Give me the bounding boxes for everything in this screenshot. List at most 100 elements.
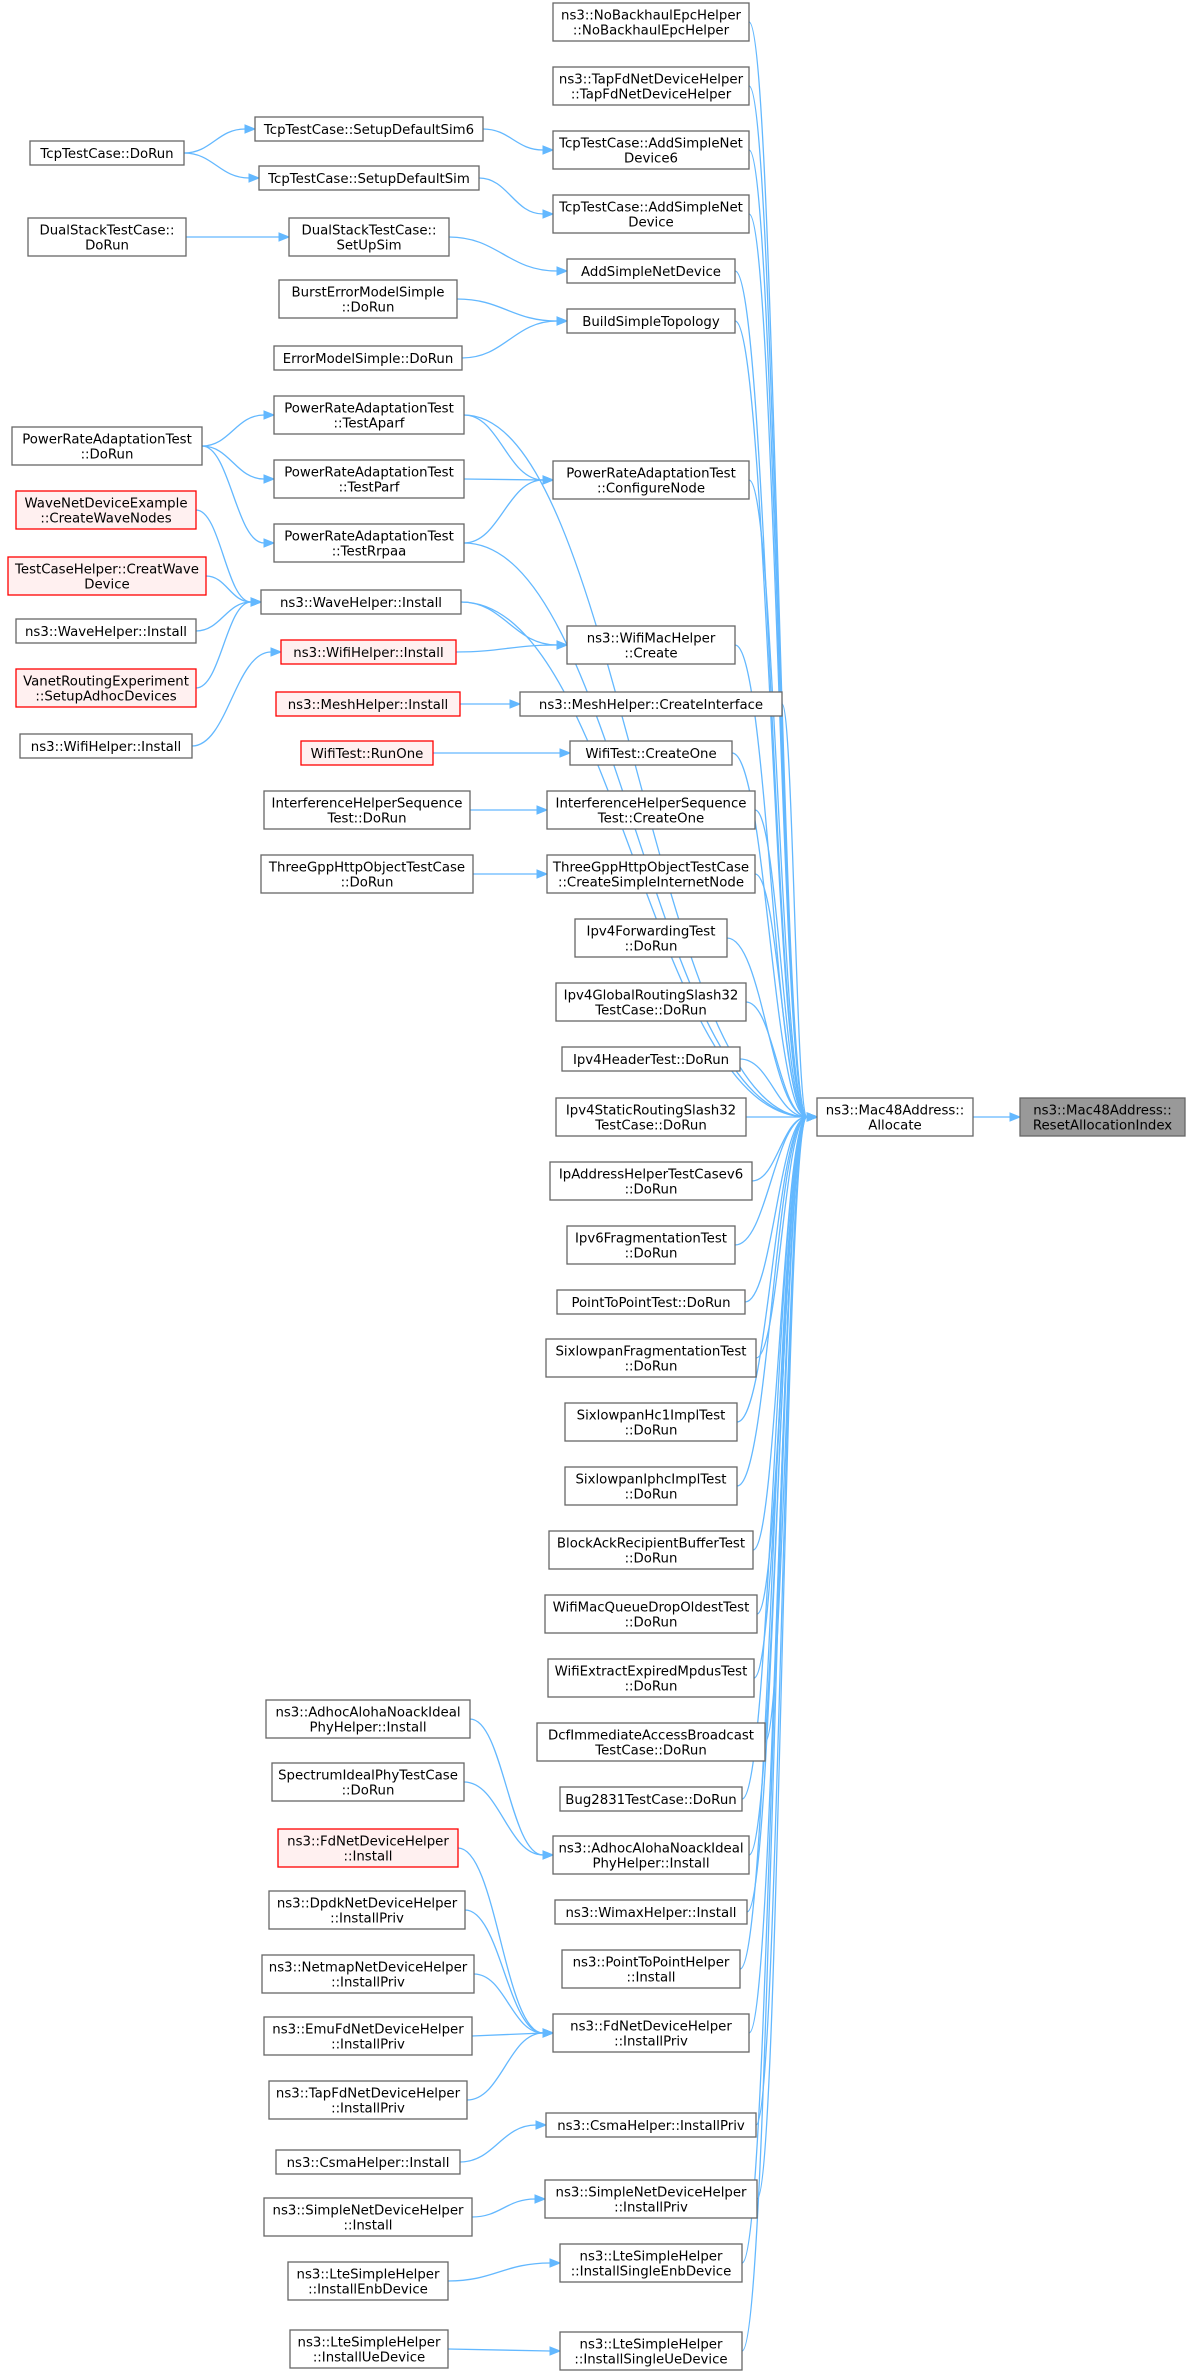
edge-wavenetcreate-to-wavehelperinst: [195, 509, 252, 603]
node-label: VanetRoutingExperiment: [23, 675, 189, 690]
node-alloc[interactable]: ns3::Mac48Address::Allocate: [816, 1097, 974, 1137]
node-wifiextract[interactable]: WifiExtractExpiredMpdusTest::DoRun: [547, 1658, 755, 1698]
node-dualdorun[interactable]: DualStackTestCase::DoRun: [27, 217, 187, 257]
node-fdinstall[interactable]: ns3::FdNetDeviceHelper::Install: [277, 1828, 459, 1868]
edge-testparf-to-configurenode: [463, 478, 544, 481]
node-meshcreateif[interactable]: ns3::MeshHelper::CreateInterface: [519, 691, 783, 717]
node-testaparf[interactable]: PowerRateAdaptationTest::TestAparf: [273, 395, 465, 435]
node-wavehelperinst[interactable]: ns3::WaveHelper::Install: [260, 589, 462, 615]
node-box: [545, 1338, 757, 1378]
node-powerdorun[interactable]: PowerRateAdaptationTest::DoRun: [11, 426, 203, 466]
node-lteenbdev[interactable]: ns3::LteSimpleHelper::InstallEnbDevice: [287, 2261, 449, 2301]
edge-p2ptest-to-alloc: [744, 1116, 808, 1303]
node-testrrpaa[interactable]: PowerRateAdaptationTest::TestRrpaa: [273, 523, 465, 563]
node-label: Ipv4StaticRoutingSlash32: [566, 1104, 736, 1119]
node-box: [546, 790, 756, 830]
node-label: TestCase::DoRun: [594, 1004, 707, 1019]
node-testparf[interactable]: PowerRateAdaptationTest::TestParf: [273, 459, 465, 499]
node-ipaddrv6[interactable]: IpAddressHelperTestCasev6::DoRun: [549, 1161, 753, 1201]
node-dualsetup[interactable]: DualStackTestCase::SetUpSim: [288, 217, 450, 257]
node-dpdk[interactable]: ns3::DpdkNetDeviceHelper::InstallPriv: [268, 1890, 466, 1930]
node-label: ::DoRun: [625, 1424, 678, 1439]
node-ipv6frag[interactable]: Ipv6FragmentationTest::DoRun: [566, 1225, 736, 1265]
node-wimax[interactable]: ns3::WimaxHelper::Install: [554, 1899, 748, 1925]
edge-lteuedev-to-lteue: [447, 2348, 551, 2352]
node-errmodel[interactable]: ErrorModelSimple::DoRun: [273, 345, 463, 371]
node-label: ns3::WifiHelper::Install: [31, 740, 181, 755]
node-simplepriv[interactable]: ns3::SimpleNetDeviceHelper::InstallPriv: [544, 2179, 758, 2219]
node-label: Test::DoRun: [326, 812, 406, 827]
node-simpleinstall[interactable]: ns3::SimpleNetDeviceHelper::Install: [263, 2197, 473, 2237]
node-ipv4hdr[interactable]: Ipv4HeaderTest::DoRun: [561, 1046, 741, 1072]
node-spectrumideal[interactable]: SpectrumIdealPhyTestCase::DoRun: [271, 1762, 465, 1802]
node-ipv4fwd[interactable]: Ipv4ForwardingTest::DoRun: [574, 918, 728, 958]
edge-netmap-to-fdinstallpriv: [473, 1973, 544, 2034]
node-netmap[interactable]: ns3::NetmapNetDeviceHelper::InstallPriv: [261, 1954, 475, 1994]
node-root[interactable]: ns3::Mac48Address::ResetAllocationIndex: [1019, 1097, 1186, 1137]
node-lteenb[interactable]: ns3::LteSimpleHelper::InstallSingleEnbDe…: [559, 2243, 743, 2283]
edge-arrowhead: [542, 145, 555, 155]
node-configurenode[interactable]: PowerRateAdaptationTest::ConfigureNode: [552, 460, 750, 500]
node-label: Test::CreateOne: [597, 812, 704, 827]
node-lteuedev[interactable]: ns3::LteSimpleHelper::InstallUeDevice: [289, 2329, 449, 2369]
node-wavehelperleft[interactable]: ns3::WaveHelper::Install: [15, 618, 197, 644]
node-tapfdpriv[interactable]: ns3::TapFdNetDeviceHelper::InstallPriv: [268, 2080, 468, 2120]
node-bug2831[interactable]: Bug2831TestCase::DoRun: [559, 1786, 743, 1812]
node-wifimaccreate[interactable]: ns3::WifiMacHelper::Create: [566, 625, 736, 665]
node-box: [278, 279, 458, 319]
node-wifitestrun[interactable]: WifiTest::RunOne: [300, 740, 434, 766]
node-vanet[interactable]: VanetRoutingExperiment::SetupAdhocDevice…: [15, 668, 197, 708]
node-fdinstallpriv[interactable]: ns3::FdNetDeviceHelper::InstallPriv: [552, 2013, 750, 2053]
node-label: BuildSimpleTopology: [582, 315, 720, 330]
node-label: ::TapFdNetDeviceHelper: [571, 88, 732, 103]
node-adhocmid[interactable]: ns3::AdhocAlohaNoackIdealPhyHelper::Inst…: [552, 1835, 750, 1875]
node-bursterr[interactable]: BurstErrorModelSimple::DoRun: [278, 279, 458, 319]
node-threegppdorun[interactable]: ThreeGppHttpObjectTestCase::DoRun: [260, 854, 474, 894]
node-lteue[interactable]: ns3::LteSimpleHelper::InstallSingleUeDev…: [559, 2331, 743, 2371]
node-setupsim6[interactable]: TcpTestCase::SetupDefaultSim6: [254, 116, 484, 142]
node-p2phelper[interactable]: ns3::PointToPointHelper::Install: [561, 1949, 741, 1989]
node-addsimple[interactable]: AddSimpleNetDevice: [566, 258, 736, 284]
node-wifimacq[interactable]: WifiMacQueueDropOldestTest::DoRun: [544, 1594, 758, 1634]
node-threegppcreate[interactable]: ThreeGppHttpObjectTestCase::CreateSimple…: [546, 854, 756, 894]
node-tcpdorun[interactable]: TcpTestCase::DoRun: [29, 140, 185, 166]
node-csmapriv[interactable]: ns3::CsmaHelper::InstallPriv: [545, 2112, 757, 2138]
node-label: ns3::MeshHelper::Install: [288, 698, 449, 713]
node-adhocleft[interactable]: ns3::AdhocAlohaNoackIdealPhyHelper::Inst…: [265, 1699, 471, 1739]
node-wifitestcreate[interactable]: WifiTest::CreateOne: [569, 740, 733, 766]
node-setupsim[interactable]: TcpTestCase::SetupDefaultSim: [258, 165, 480, 191]
node-label: Ipv4GlobalRoutingSlash32: [564, 989, 739, 1004]
node-wifihelperred[interactable]: ns3::WifiHelper::Install: [280, 639, 457, 665]
node-sixhc1[interactable]: SixlowpanHc1ImplTest::DoRun: [564, 1402, 738, 1442]
node-meshinstall[interactable]: ns3::MeshHelper::Install: [275, 691, 461, 717]
node-ihscreate[interactable]: InterferenceHelperSequenceTest::CreateOn…: [546, 790, 756, 830]
node-tcpadd[interactable]: TcpTestCase::AddSimpleNetDevice: [552, 194, 750, 234]
node-csmainstall[interactable]: ns3::CsmaHelper::Install: [275, 2149, 461, 2175]
node-buildsimple[interactable]: BuildSimpleTopology: [566, 308, 736, 334]
node-label: Device6: [624, 152, 678, 167]
node-p2ptest[interactable]: PointToPointTest::DoRun: [556, 1289, 746, 1315]
node-nobackhaul[interactable]: ns3::NoBackhaulEpcHelper::NoBackhaulEpcH…: [552, 2, 750, 42]
node-sixfrag[interactable]: SixlowpanFragmentationTest::DoRun: [545, 1338, 757, 1378]
node-sixiphc[interactable]: SixlowpanIphcImplTest::DoRun: [564, 1466, 738, 1506]
node-blockack[interactable]: BlockAckRecipientBufferTest::DoRun: [548, 1530, 754, 1570]
edge-arrowhead: [536, 869, 549, 879]
edge-tcpdorun-to-setupsim6: [183, 128, 246, 154]
node-dcfimm[interactable]: DcfImmediateAccessBroadcastTestCase::DoR…: [536, 1722, 766, 1762]
node-box: [566, 258, 736, 284]
node-wifihelperleft[interactable]: ns3::WifiHelper::Install: [19, 733, 193, 759]
node-box: [546, 854, 756, 894]
node-emufd[interactable]: ns3::EmuFdNetDeviceHelper::InstallPriv: [263, 2016, 473, 2056]
node-box: [545, 2112, 757, 2138]
node-wavenetcreate[interactable]: WaveNetDeviceExample::CreateWaveNodes: [15, 490, 197, 530]
node-tapfdctor[interactable]: ns3::TapFdNetDeviceHelper::TapFdNetDevic…: [552, 66, 750, 106]
node-label: ::DoRun: [625, 1247, 678, 1262]
node-label: ::DoRun: [625, 1680, 678, 1695]
node-label: InterferenceHelperSequence: [556, 797, 747, 812]
edge-arrowhead: [542, 475, 555, 485]
